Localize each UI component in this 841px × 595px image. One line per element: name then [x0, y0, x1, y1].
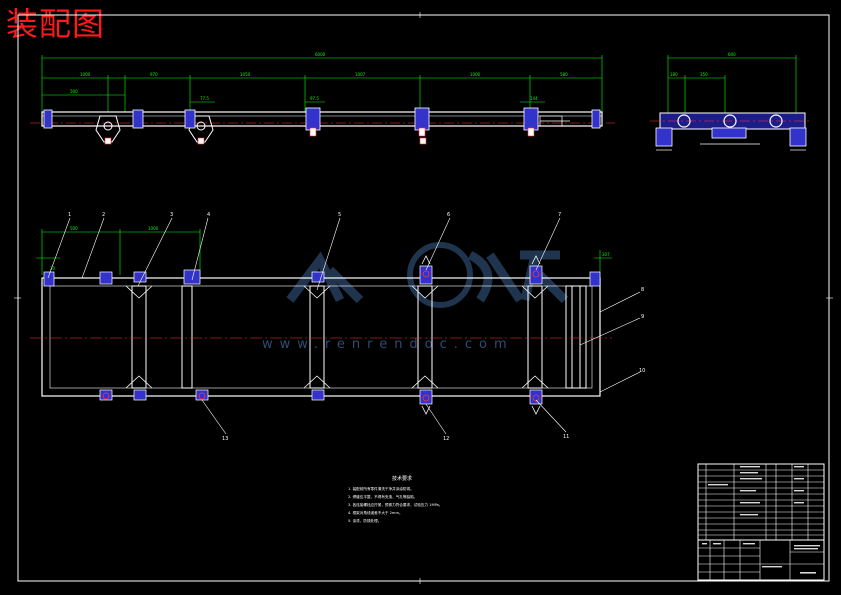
note-3: 3. 各连接螺栓应拧紧，预紧力符合要求，试验压力 1MPa。 [348, 502, 442, 507]
front-bolts [104, 127, 535, 145]
watermark-url: www.renrendoc.com [262, 337, 514, 352]
balloon-2: 2 [102, 212, 105, 218]
svg-text:970: 970 [150, 72, 158, 77]
svg-text:307: 307 [602, 252, 610, 257]
svg-text:1000: 1000 [148, 226, 159, 231]
svg-text:144: 144 [530, 96, 538, 101]
balloon-9: 9 [641, 314, 644, 320]
balloon-1: 1 [68, 212, 71, 218]
balloon-12: 12 [443, 436, 449, 442]
svg-text:1000: 1000 [470, 72, 481, 77]
part-balloons: 1 2 3 4 5 6 7 8 9 10 11 12 13 [68, 212, 645, 442]
svg-text:1050: 1050 [240, 72, 251, 77]
balloon-7: 7 [558, 212, 561, 218]
balloon-11: 11 [563, 434, 569, 440]
title-block [697, 463, 825, 581]
title-block-grid [698, 540, 824, 580]
balloon-4: 4 [207, 212, 210, 218]
svg-text:580: 580 [560, 72, 568, 77]
note-4: 4. 框架对角线误差不大于 2mm。 [348, 510, 403, 515]
balloon-13: 13 [222, 436, 228, 442]
front-view-dim-text: 6000 1000 970 1050 1007 1000 580 500 77.5 97… [70, 52, 568, 101]
svg-text:350: 350 [700, 72, 708, 77]
drawing-title: 装配图 [6, 5, 106, 43]
balloon-6: 6 [447, 212, 450, 218]
note-2: 2. 焊缝应平整，不得有夹渣、气孔等缺陷。 [348, 494, 417, 499]
front-view-dimensions [41, 55, 603, 120]
balloon-5: 5 [338, 212, 341, 218]
leader-lines [47, 217, 641, 435]
note-1: 1. 装配前所有零件清洗干净并涂油防锈。 [348, 486, 414, 491]
front-clamps [43, 107, 601, 131]
svg-text:500: 500 [70, 89, 78, 94]
svg-text:97.5: 97.5 [310, 96, 319, 101]
svg-text:1000: 1000 [80, 72, 91, 77]
plan-view: 500 1000 20 307 [30, 226, 612, 415]
front-main-beam [41, 111, 603, 127]
front-lifting-lugs [95, 115, 214, 143]
watermark-logo [286, 242, 569, 308]
svg-text:20: 20 [50, 266, 56, 271]
frame-ticks [14, 12, 833, 584]
svg-text:500: 500 [70, 226, 78, 231]
svg-text:600: 600 [728, 52, 736, 57]
svg-text:180: 180 [670, 72, 678, 77]
plan-clamps [43, 265, 601, 405]
notes-heading: 技术要求 [392, 475, 412, 482]
balloon-8: 8 [641, 287, 644, 293]
title-block-text-marks [702, 466, 820, 574]
parts-list-cols [705, 464, 809, 540]
balloon-10: 10 [639, 368, 645, 374]
svg-text:1007: 1007 [355, 72, 366, 77]
plan-gussets [125, 285, 549, 389]
front-view: 6000 1000 970 1050 1007 1000 580 500 77.5 97… [30, 52, 615, 145]
plan-cross-members [131, 285, 587, 389]
svg-text:6000: 6000 [315, 52, 326, 57]
note-5: 5. 涂漆，防锈处理。 [348, 518, 381, 523]
svg-text:77.5: 77.5 [200, 96, 209, 101]
technical-notes: 技术要求 1. 装配前所有零件清洗干净并涂油防锈。 2. 焊缝应平整，不得有夹渣… [348, 475, 442, 523]
balloon-3: 3 [170, 212, 173, 218]
parts-list-rows [698, 469, 824, 536]
side-view: 600 180 350 [650, 52, 812, 151]
